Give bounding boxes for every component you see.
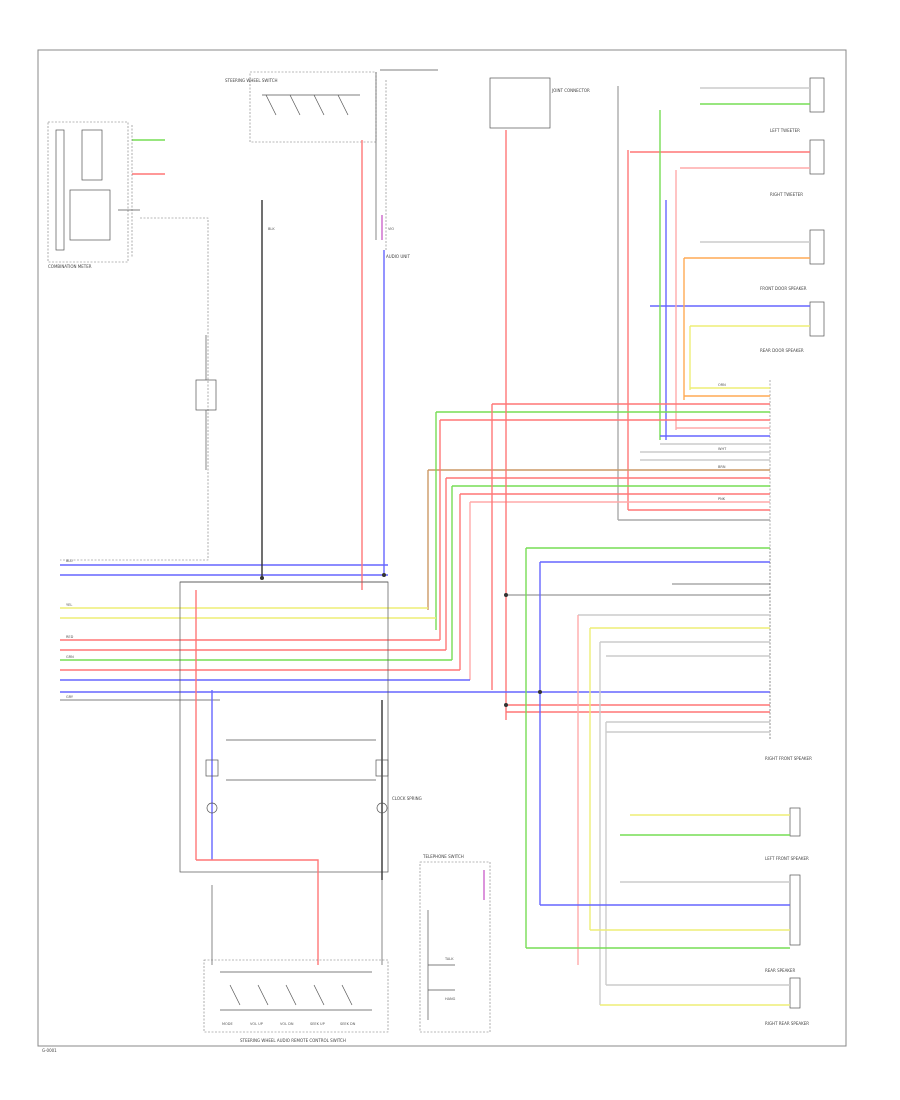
audio-unit-main-connector xyxy=(428,380,771,740)
combination-meter-label: COMBINATION METER xyxy=(48,264,92,269)
steering-switch-label: STEERING WHEEL SWITCH xyxy=(225,78,278,83)
joint-connector-label: JOINT CONNECTOR xyxy=(551,88,590,93)
wire-tag-brn: BRN xyxy=(718,465,726,469)
switch-mode-label: MODE xyxy=(222,1022,233,1026)
wire-tag-vio: VIO xyxy=(388,227,394,231)
wire-tag-gry: GRY xyxy=(66,695,74,699)
wire-tag-pnk: PNK xyxy=(718,497,726,501)
steering-switch-top: STEERING WHEEL SWITCH xyxy=(225,71,377,143)
telephone-switch: TELEPHONE SWITCH TALK HANG xyxy=(419,854,491,1033)
speaker-left-tweeter: LEFT TWEETER xyxy=(700,77,825,133)
wire-tag-org: ORN xyxy=(718,383,726,387)
left-tweeter-label: LEFT TWEETER xyxy=(770,128,800,133)
switch-talk-label: TALK xyxy=(444,957,454,961)
diagram-frame xyxy=(37,49,847,1047)
switch-seek-up-label: SEEK UP xyxy=(310,1022,325,1026)
wire-tag-yel: YEL xyxy=(66,603,72,607)
right-front-speaker-label: RIGHT FRONT SPEAKER xyxy=(765,756,812,761)
speaker-rear: REAR SPEAKER RIGHT REAR SPEAKER xyxy=(600,968,809,1026)
audio-unit-label: AUDIO UNIT xyxy=(386,254,410,259)
rear-door-speaker-label: REAR DOOR SPEAKER xyxy=(760,348,804,353)
wire-tag-red: RED xyxy=(66,635,74,639)
speaker-left-front: LEFT FRONT SPEAKER xyxy=(526,856,809,949)
wire-tag-blk: BLK xyxy=(268,227,275,231)
joint-connector: JOINT CONNECTOR xyxy=(489,77,590,129)
footer-label: STEERING WHEEL AUDIO REMOTE CONTROL SWIT… xyxy=(240,1038,346,1043)
switch-vol-down-label: VOL DN xyxy=(280,1022,294,1026)
front-door-speaker-label: FRONT DOOR SPEAKER xyxy=(760,286,807,291)
speaker-front-door: FRONT DOOR SPEAKER xyxy=(684,229,825,291)
wire-tag-wht: WHT xyxy=(718,447,727,451)
fuse-block xyxy=(195,335,217,470)
switch-seek-down-label: SEEK DN xyxy=(340,1022,356,1026)
rear-speaker-label: REAR SPEAKER xyxy=(765,968,795,973)
rear-right-speaker-label: RIGHT REAR SPEAKER xyxy=(765,1021,809,1026)
remote-control-switch: MODE VOL UP VOL DN SEEK UP SEEK DN xyxy=(203,959,389,1033)
wire-tag-grn: GRN xyxy=(66,655,74,659)
right-tweeter-label: RIGHT TWEETER xyxy=(770,192,803,197)
switch-hang-label: HANG xyxy=(445,997,456,1001)
switch-vol-up-label: VOL UP xyxy=(250,1022,263,1026)
clock-spring: CLOCK SPRING xyxy=(179,581,422,880)
wire-tag-blu: BLU xyxy=(66,559,73,563)
corner-label: G-0001 xyxy=(42,1048,57,1053)
clock-spring-label: CLOCK SPRING xyxy=(392,796,422,801)
speaker-right-tweeter: RIGHT TWEETER xyxy=(630,139,825,197)
combination-meter: COMBINATION METER xyxy=(47,121,140,269)
speaker-right-front: RIGHT FRONT SPEAKER xyxy=(620,756,812,837)
audio-unit-connector: AUDIO UNIT xyxy=(385,80,410,259)
telephone-switch-label: TELEPHONE SWITCH xyxy=(422,854,464,859)
left-front-speaker-label: LEFT FRONT SPEAKER xyxy=(765,856,809,861)
